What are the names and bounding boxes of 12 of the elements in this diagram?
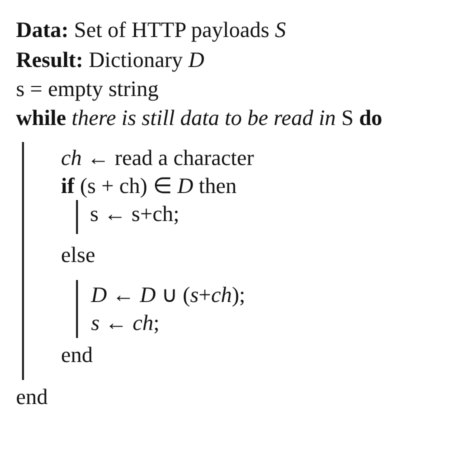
pseudocode-line: ch ← read a character bbox=[61, 145, 254, 171]
pseudocode-line: end bbox=[61, 342, 93, 368]
pseudocode-line: end bbox=[16, 384, 48, 410]
pseudocode-line: s ← s+ch; bbox=[90, 201, 180, 227]
pseudocode-line: s ← ch; bbox=[91, 310, 160, 336]
pseudocode-line: Data: Set of HTTP payloads S bbox=[16, 17, 286, 43]
pseudocode-line: D ← D ∪ (s+ch); bbox=[91, 282, 246, 308]
pseudocode-line: while there is still data to be read in S do bbox=[16, 105, 382, 131]
pseudocode-line: else bbox=[61, 242, 96, 268]
pseudocode-line: s = empty string bbox=[16, 76, 159, 102]
pseudocode-line: if (s + ch) ∈ D then bbox=[61, 173, 237, 199]
pseudocode-line: Result: Dictionary D bbox=[16, 47, 204, 73]
